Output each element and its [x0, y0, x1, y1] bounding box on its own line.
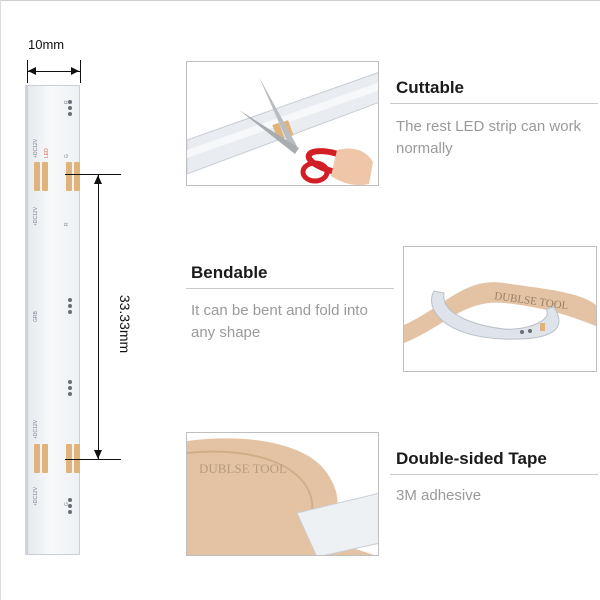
tape-print-text: DUBLSE TOOL	[199, 461, 287, 476]
arrow-up-icon	[94, 175, 102, 184]
pitch-dimension-line	[98, 174, 99, 460]
led-chip	[68, 304, 72, 308]
top-border	[0, 0, 600, 1]
width-tick-right	[80, 60, 81, 83]
strip-voltage-label: +DC12V	[33, 419, 39, 439]
solder-pad	[66, 162, 72, 191]
led-chip	[68, 298, 72, 302]
feature-title-bendable: Bendable	[191, 263, 268, 282]
pitch-tick-bottom	[65, 459, 121, 460]
strip-voltage-label: +DC12V	[33, 486, 39, 506]
strip-shadow	[25, 85, 27, 555]
led-chip	[68, 310, 72, 314]
tape-photo: DUBLSE TOOL	[186, 432, 379, 556]
solder-pad	[74, 162, 80, 191]
led-strip: +DC12V +DC12V +DC12V +DC12V R G R G GRB …	[27, 85, 80, 555]
led-strip-icon: DUBLSE TOOL	[404, 247, 596, 371]
feature-title-cuttable: Cuttable	[396, 78, 464, 97]
width-dimension-line	[27, 71, 80, 72]
strip-brand-label: LED	[44, 148, 50, 158]
bendable-photo: DUBLSE TOOL	[403, 246, 597, 372]
led-chip	[68, 380, 72, 384]
divider	[390, 474, 598, 475]
arrow-left-icon	[28, 67, 36, 75]
width-dimension-label: 10mm	[28, 37, 65, 52]
strip-pin-label: G	[64, 154, 70, 158]
solder-pad	[42, 162, 48, 191]
tape-roll-icon: DUBLSE TOOL	[187, 433, 378, 555]
solder-pad	[66, 444, 72, 473]
feature-desc-bendable: It can be bent and fold into any shape	[191, 302, 368, 341]
arrow-down-icon	[94, 450, 102, 459]
led-chip	[68, 504, 72, 508]
strip-pin-label: R	[64, 222, 70, 226]
feature-title-tape: Double-sided Tape	[396, 449, 547, 468]
cuttable-photo	[186, 61, 379, 186]
solder-pad	[34, 444, 40, 473]
led-chip	[68, 106, 72, 110]
led-chip	[68, 510, 72, 514]
strip-rgb-label: GRB	[33, 311, 39, 322]
left-border	[0, 0, 1, 600]
divider	[390, 103, 598, 104]
pitch-tick-top	[65, 174, 121, 175]
led-chip	[68, 100, 72, 104]
solder-pad	[34, 162, 40, 191]
led-chip	[68, 386, 72, 390]
solder-pad	[74, 444, 80, 473]
led-chip	[68, 498, 72, 502]
divider	[186, 288, 394, 289]
feature-desc-tape: 3M adhesive	[396, 487, 482, 504]
led-chip	[68, 392, 72, 396]
solder-pad	[42, 444, 48, 473]
pitch-dimension-label: 33.33mm	[117, 294, 133, 354]
scissors-icon	[187, 62, 378, 185]
led-chip	[68, 112, 72, 116]
strip-voltage-label: +DC12V	[33, 206, 39, 226]
strip-voltage-label: +DC12V	[33, 138, 39, 158]
arrow-right-icon	[71, 67, 79, 75]
feature-desc-cuttable: The rest LED strip can work normally	[396, 118, 582, 157]
